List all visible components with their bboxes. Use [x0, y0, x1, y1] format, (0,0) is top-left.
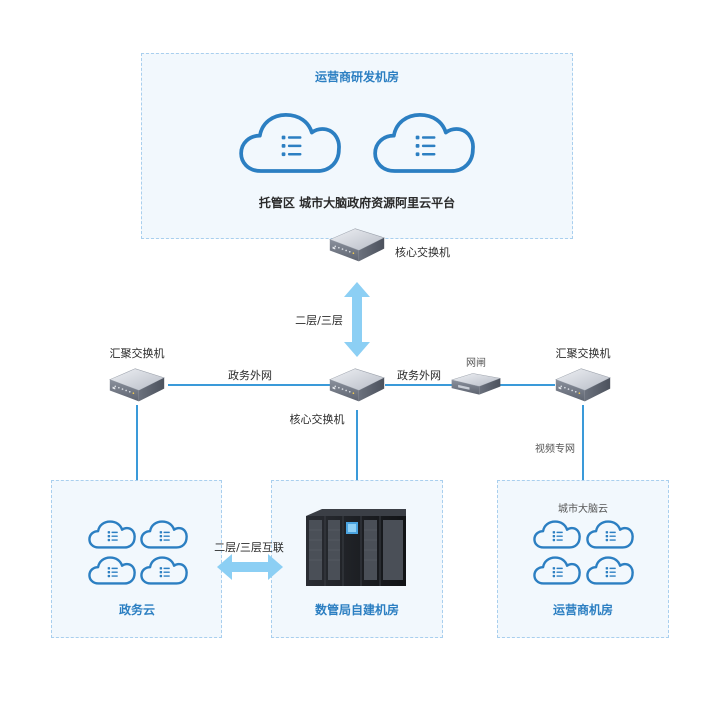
agg-switch-right-label: 汇聚交换机 — [555, 347, 611, 360]
cloud-icon — [533, 556, 581, 585]
interconnect-label: 二层/三层互联 — [214, 541, 284, 554]
top-room-title: 运营商研发机房 — [314, 70, 400, 84]
cloud-icon — [586, 556, 634, 585]
core-switch-top-label: 核心交换机 — [395, 246, 450, 259]
cloud-icon — [140, 556, 188, 585]
gov-cloud-zone — [51, 480, 222, 638]
cloud-icon — [533, 520, 581, 549]
cloud-icon — [586, 520, 634, 549]
server-rack-icon — [306, 509, 406, 586]
core-switch-mid-label: 核心交换机 — [289, 413, 345, 426]
gov-cloud-title: 政务云 — [118, 603, 156, 617]
top-room-caption: 托管区 城市大脑政府资源阿里云平台 — [258, 196, 456, 210]
cloud-icon — [88, 556, 136, 585]
cloud-icon — [373, 112, 475, 173]
network-switch-icon — [329, 368, 385, 402]
cloud-icon — [140, 520, 188, 549]
operator-room-title: 运营商机房 — [552, 603, 614, 617]
self-room-title: 数管局自建机房 — [314, 603, 400, 617]
gateway-label: 网闸 — [466, 358, 486, 369]
gov-net-right-label: 政务外网 — [397, 369, 441, 382]
cloud-icon — [88, 520, 136, 549]
top-room-zone — [141, 53, 573, 239]
gateway-icon — [451, 373, 501, 395]
layer-link-label: 二层/三层 — [295, 314, 343, 327]
video-net-label: 视频专网 — [535, 444, 575, 455]
network-switch-icon — [109, 368, 165, 402]
operator-room-zone — [497, 480, 669, 638]
network-switch-icon — [555, 368, 611, 402]
vertical-double-arrow — [344, 282, 370, 357]
connection-lines — [136, 384, 584, 480]
horizontal-double-arrow — [217, 554, 283, 580]
gov-net-left-label: 政务外网 — [228, 369, 272, 382]
network-switch-icon — [329, 228, 385, 262]
operator-cloud-caption: 城市大脑云 — [558, 504, 608, 515]
cloud-icon — [239, 112, 341, 173]
agg-switch-left-label: 汇聚交换机 — [109, 347, 165, 360]
